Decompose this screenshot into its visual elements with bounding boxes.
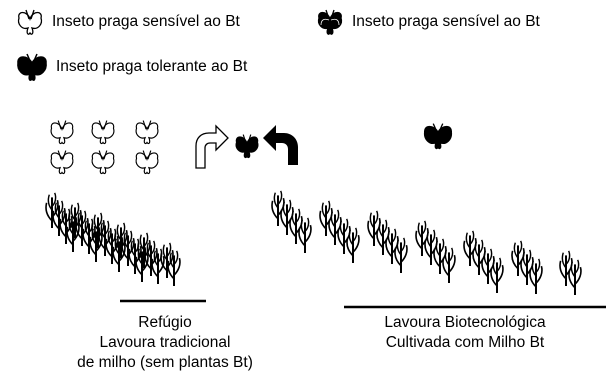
corn-plant-icon <box>66 215 80 253</box>
black-moth-icon <box>317 9 343 35</box>
corn-plant-icon <box>346 226 360 264</box>
corn-plant-icon <box>298 216 312 254</box>
black-arrow-icon <box>263 125 298 165</box>
bold-black-moth-icon <box>423 122 453 150</box>
corn-plant-icon <box>135 245 149 283</box>
corn-plant-icon <box>529 257 543 295</box>
outline-moth-icon <box>50 150 74 175</box>
refuge-corn-field <box>45 191 181 287</box>
outline-moth-icon <box>135 120 159 145</box>
outline-moth-icon <box>91 150 115 175</box>
refuge-line1: Lavoura tradicional <box>99 334 231 351</box>
outline-moth-icon <box>135 150 159 175</box>
refuge-line2: de milho (sem plantas Bt) <box>77 354 253 371</box>
outline-moth-icon <box>50 120 74 145</box>
legend-item-bold-black-moth: Inseto praga tolerante ao Bt <box>12 52 247 82</box>
corn-plant-icon <box>151 247 165 285</box>
corn-plant-icon <box>394 236 408 274</box>
corn-plant-icon <box>89 225 103 263</box>
corn-plant-icon <box>568 258 582 296</box>
bt-field-caption: Lavoura Biotecnológica Cultivada com Mil… <box>320 313 610 353</box>
bt-corn-field <box>271 189 582 296</box>
corn-plant-icon <box>490 256 504 294</box>
corn-plant-icon <box>167 249 181 287</box>
legend-item-black-moth: Inseto praga sensível ao Bt <box>312 7 540 37</box>
black-moth-icon <box>235 134 259 159</box>
bt-field-line2: Cultivada com Milho Bt <box>385 334 545 351</box>
legend-label-3: Inseto praga tolerante ao Bt <box>56 58 248 75</box>
refuge-moth-cluster <box>50 120 159 175</box>
outline-arrow-icon <box>195 124 229 169</box>
refuge-caption: Refúgio Lavoura tradicional de milho (se… <box>40 313 290 373</box>
legend-item-outline-moth: Inseto praga sensível ao Bt <box>12 7 240 37</box>
corn-plant-icon <box>442 246 456 284</box>
legend-label-2: Inseto praga sensível ao Bt <box>352 13 540 30</box>
legend-label-1: Inseto praga sensível ao Bt <box>52 13 240 30</box>
refuge-title: Refúgio <box>138 314 192 331</box>
outline-moth-icon <box>91 120 115 145</box>
bt-field-line1: Lavoura Biotecnológica <box>384 314 546 331</box>
corn-plant-icon <box>112 235 126 273</box>
